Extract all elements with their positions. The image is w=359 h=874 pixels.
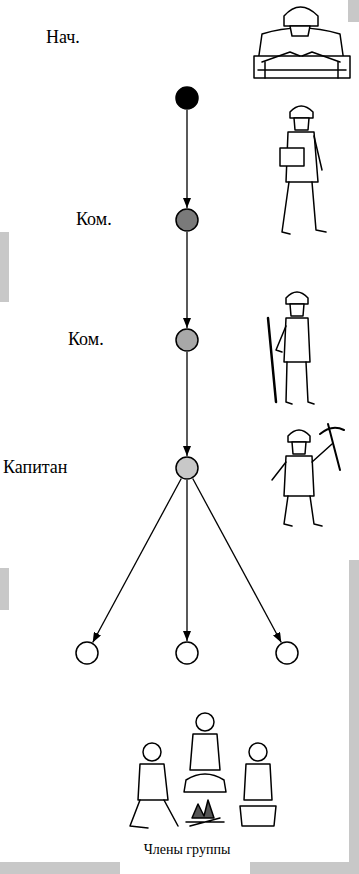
circle-outline [176,457,198,479]
commander-figure [290,304,304,316]
circle-node: Капитан [175,456,199,480]
circle-shape [175,328,199,352]
rank-label: Ком. [76,210,112,230]
arrow-connector [186,110,187,208]
circle-shape [175,86,199,110]
group-figures [240,806,276,826]
grey-bar [0,568,9,610]
group-figures [192,800,214,818]
group-figures [186,818,224,826]
circle-shape [275,641,299,665]
captain-figure [272,424,344,526]
commander-figure [268,318,276,402]
group-figures [138,764,168,800]
grey-bar [0,862,120,874]
arrow-connector [193,479,282,643]
commander-figure [314,136,322,170]
commander-figure [286,292,308,304]
group-figures [130,800,178,828]
caption-label: Члены группы [144,842,231,857]
group-figures [130,713,276,828]
circle-outline [176,642,198,664]
captain-figure [284,456,314,496]
group-figures [184,774,226,792]
arrow-connector [186,480,187,641]
commander-figure [268,292,314,404]
commander-figure [284,318,310,362]
circle-outline [176,87,198,109]
circle-node: Нач. [175,86,199,110]
circle-shape [175,456,199,480]
grey-bar [348,0,359,22]
circle-shape [75,641,99,665]
arrow-connector [186,232,187,328]
chief-figure [254,7,350,78]
captain-figure [320,424,344,470]
circle-node [275,641,299,665]
arrow-connector [186,352,187,456]
grey-bar [0,232,9,302]
circle-node [75,641,99,665]
circle-node [175,641,199,665]
grey-bar [250,862,359,874]
captain-figure [292,442,306,454]
commander-figure [286,362,314,404]
circle-outline [76,642,98,664]
group-figures [249,743,267,761]
group-figures [244,764,272,800]
group-figures [196,713,214,731]
rank-label: Капитан [3,458,68,478]
chief-figure [284,7,318,26]
circle-outline [176,209,198,231]
commander-figure [276,326,286,352]
rank-label: Нач. [46,28,80,48]
circle-shape [175,641,199,665]
captain-figure [288,430,310,442]
circle-shape [175,208,199,232]
grey-bar [349,560,359,874]
chief-figure [290,26,310,36]
arrow-connector [93,479,182,643]
commander-figure [280,148,304,166]
circle-node: Ком. [175,328,199,352]
captain-figure [272,444,332,480]
chief-figure [258,62,346,78]
rank-label: Ком. [68,330,104,350]
circle-outline [276,642,298,664]
commander-figure [282,182,326,234]
group-figures [143,743,161,761]
circle-node: Ком. [175,208,199,232]
group-figures [190,734,220,770]
circle-outline [176,329,198,351]
captain-figure [284,496,322,526]
commander-figure [290,106,313,118]
chief-figure [262,52,340,62]
commander-figure [294,118,309,130]
commander-figure [280,106,326,234]
